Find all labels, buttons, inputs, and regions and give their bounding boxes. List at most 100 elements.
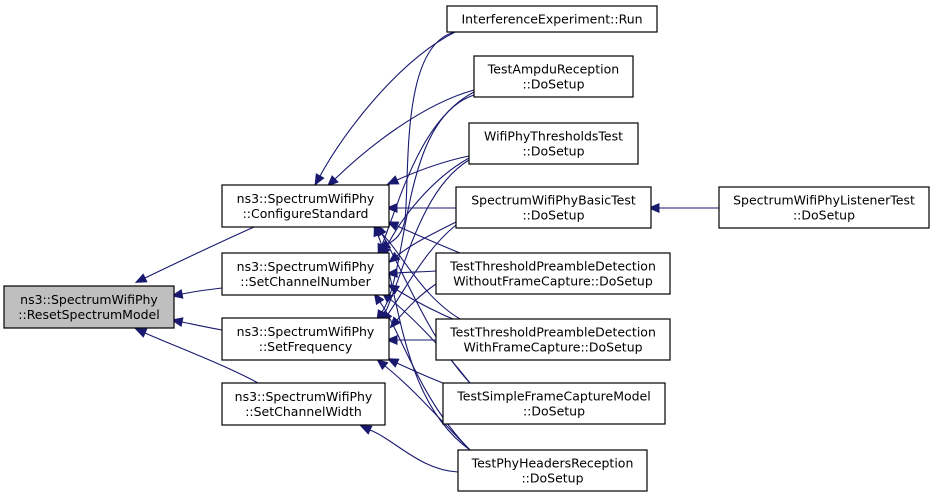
- node-box: [442, 382, 666, 425]
- edge-line: [396, 225, 461, 254]
- node-ampdu[interactable]: TestAmpduReception::DoSetup: [473, 55, 634, 98]
- node-label: TestThresholdPreambleDetection: [449, 325, 656, 340]
- edge-arrowhead: [134, 273, 148, 283]
- edge-ampdu-to-configure: [326, 89, 475, 187]
- edge-arrowhead: [326, 175, 339, 187]
- edge-arrowhead: [385, 268, 398, 278]
- node-box: [473, 55, 634, 98]
- edge-arrowhead: [373, 292, 385, 306]
- node-headers[interactable]: TestPhyHeadersReception::DoSetup: [457, 449, 648, 492]
- node-box: [221, 382, 386, 426]
- edge-line: [144, 226, 255, 279]
- edge-setchannelnumber-to-reset: [170, 287, 223, 299]
- edge-line: [181, 287, 223, 295]
- edge-arrowhead: [647, 203, 660, 213]
- edge-line: [396, 289, 461, 323]
- node-configure[interactable]: ns3::SpectrumWifiPhy::ConfigureStandard: [221, 184, 390, 228]
- node-setchannelwidth[interactable]: ns3::SpectrumWifiPhy::SetChannelWidth: [221, 382, 386, 426]
- node-box: [457, 449, 648, 492]
- edge-line: [384, 159, 470, 314]
- node-label: ::ResetSpectrumModel: [18, 307, 159, 322]
- node-label: TestThresholdPreambleDetection: [449, 259, 656, 274]
- nodes-layer: ns3::SpectrumWifiPhy::ResetSpectrumModel…: [3, 5, 930, 492]
- node-thresholds[interactable]: WifiPhyThresholdsTest::DoSetup: [468, 122, 639, 165]
- node-setfrequency[interactable]: ns3::SpectrumWifiPhy::SetFrequency: [221, 317, 390, 361]
- edge-arrowhead: [314, 173, 325, 186]
- node-box: [221, 184, 390, 228]
- edge-line: [144, 332, 259, 384]
- edge-arrowhead: [170, 317, 184, 327]
- node-withcapture[interactable]: TestThresholdPreambleDetectionWithFrameC…: [435, 318, 671, 361]
- node-basic[interactable]: SpectrumWifiPhyBasicTest::DoSetup: [455, 186, 652, 229]
- node-label: ns3::SpectrumWifiPhy: [20, 292, 158, 307]
- edge-setchannelwidth-to-reset: [134, 328, 259, 384]
- edge-headers-to-setchannelwidth: [359, 425, 459, 473]
- node-label: WithFrameCapture::DoSetup: [463, 340, 642, 355]
- edge-line: [319, 31, 456, 177]
- node-label: ::SetFrequency: [259, 339, 353, 354]
- node-box: [718, 186, 930, 229]
- edge-line: [396, 221, 457, 257]
- edge-arrowhead: [386, 358, 400, 368]
- edge-arrowhead: [388, 251, 401, 264]
- node-label: ::DoSetup: [523, 404, 585, 419]
- edge-line: [385, 157, 470, 249]
- node-setchannelnumber[interactable]: ns3::SpectrumWifiPhy::SetChannelNumber: [221, 252, 390, 296]
- node-label: WithoutFrameCapture::DoSetup: [453, 274, 653, 289]
- node-label: ::DoSetup: [522, 208, 584, 223]
- node-label: ns3::SpectrumWifiPhy: [235, 389, 373, 404]
- edge-interference-to-configure: [314, 31, 456, 186]
- edge-line: [381, 94, 475, 313]
- edge-line: [379, 231, 461, 320]
- node-label: WifiPhyThresholdsTest: [484, 129, 623, 144]
- node-reset[interactable]: ns3::SpectrumWifiPhy::ResetSpectrumModel: [3, 285, 175, 329]
- node-simplecapture[interactable]: TestSimpleFrameCaptureModel::DoSetup: [442, 382, 666, 425]
- node-label: ::DoSetup: [522, 77, 584, 92]
- edge-withoutcapture-to-setchannelnumber: [385, 268, 437, 278]
- node-label: TestAmpduReception: [487, 62, 619, 77]
- edge-line: [396, 155, 470, 181]
- node-listener[interactable]: SpectrumWifiPhyListenerTest::DoSetup: [718, 186, 930, 229]
- edge-listener-to-basic: [647, 203, 720, 213]
- edge-interference-to-setchannelnumber: [378, 31, 456, 251]
- edge-line: [384, 365, 471, 451]
- node-label: TestPhyHeadersReception: [471, 456, 634, 471]
- edge-line: [387, 224, 457, 315]
- edge-withoutcapture-to-configure: [386, 221, 461, 254]
- edge-setfrequency-to-reset: [170, 317, 223, 331]
- edge-arrowhead: [359, 425, 373, 435]
- node-label: TestSimpleFrameCaptureModel: [456, 389, 650, 404]
- node-label: ns3::SpectrumWifiPhy: [237, 259, 375, 274]
- edge-withcapture-to-setfrequency: [385, 335, 436, 345]
- node-interference[interactable]: InterferenceExperiment::Run: [446, 5, 658, 33]
- node-withoutcapture[interactable]: TestThresholdPreambleDetectionWithoutFra…: [435, 252, 671, 295]
- edge-withoutcapture-to-setfrequency: [389, 283, 437, 329]
- edge-line: [387, 31, 456, 245]
- edge-arrowhead: [170, 289, 184, 299]
- node-box: [455, 186, 652, 229]
- edge-arrowhead: [134, 328, 148, 338]
- node-label: ::SetChannelNumber: [240, 274, 371, 289]
- node-label: ns3::SpectrumWifiPhy: [237, 191, 375, 206]
- node-label: ::ConfigureStandard: [243, 206, 369, 221]
- node-label: ::DoSetup: [793, 208, 855, 223]
- node-box: [3, 285, 175, 329]
- node-label: InterferenceExperiment::Run: [461, 12, 642, 27]
- node-box: [221, 317, 390, 361]
- edge-arrowhead: [386, 175, 400, 185]
- edge-basic-to-setchannelnumber: [388, 221, 457, 264]
- edge-headers-to-setfrequency: [376, 358, 471, 451]
- edge-arrowhead: [389, 316, 402, 329]
- edges-layer: [134, 31, 720, 473]
- node-label: ::SetChannelWidth: [245, 404, 362, 419]
- edge-line: [396, 283, 437, 321]
- node-box: [446, 5, 658, 33]
- node-label: ::DoSetup: [521, 471, 583, 486]
- edge-line: [181, 321, 223, 331]
- edge-line: [369, 429, 459, 473]
- edge-line: [334, 89, 475, 180]
- node-label: ns3::SpectrumWifiPhy: [237, 324, 375, 339]
- node-box: [435, 318, 671, 361]
- node-label: SpectrumWifiPhyBasicTest: [471, 193, 636, 208]
